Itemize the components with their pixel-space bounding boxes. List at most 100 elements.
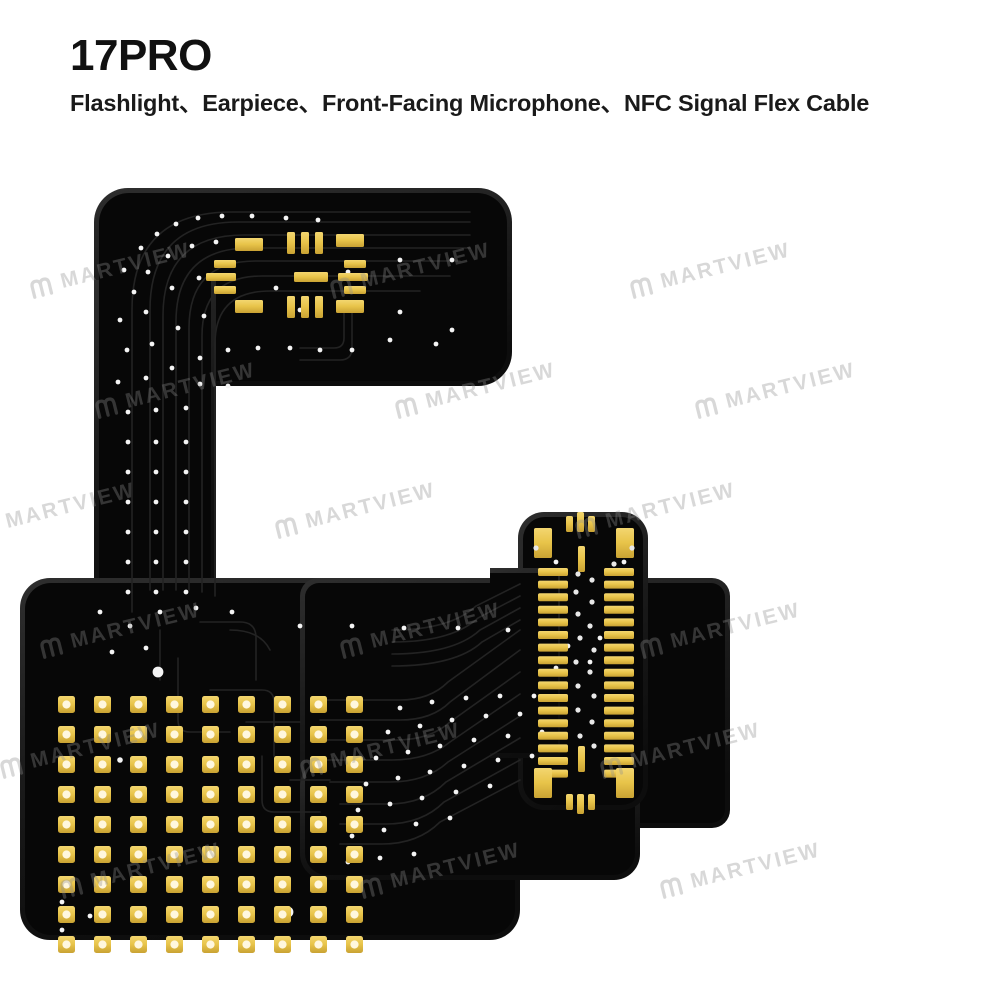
connector-pad-right bbox=[604, 568, 634, 576]
bga-pad-center bbox=[62, 850, 71, 859]
bga-pad-center bbox=[242, 820, 251, 829]
bga-pad-center bbox=[242, 790, 251, 799]
bga-pad-center bbox=[62, 880, 71, 889]
bga-pad-center bbox=[278, 910, 287, 919]
bga-pad-center bbox=[242, 760, 251, 769]
bga-pad-center bbox=[170, 880, 179, 889]
bga-pad-center bbox=[314, 850, 323, 859]
bga-pad-center bbox=[314, 940, 323, 949]
bga-pad-center bbox=[350, 940, 359, 949]
connector-pad-right bbox=[604, 744, 634, 753]
bga-pad-center bbox=[134, 880, 143, 889]
bga-pad-center bbox=[98, 880, 107, 889]
bga-pad-center bbox=[242, 730, 251, 739]
header: 17PRO Flashlight、Earpiece、Front-Facing M… bbox=[70, 34, 970, 117]
qfn-footprint bbox=[206, 232, 368, 318]
bga-pad-center bbox=[206, 820, 215, 829]
bga-pad-center bbox=[170, 760, 179, 769]
bga-pad-center bbox=[134, 790, 143, 799]
bga-pad-center bbox=[206, 790, 215, 799]
bga-pad-center bbox=[206, 910, 215, 919]
connector-anchor-pad bbox=[577, 512, 584, 532]
connector-pad-right bbox=[604, 694, 634, 702]
connector-pad-left bbox=[538, 731, 568, 740]
connector-anchor-pad bbox=[534, 528, 552, 558]
bga-pad-center bbox=[98, 700, 107, 709]
bga-pad-center bbox=[134, 910, 143, 919]
bga-pad-center bbox=[62, 730, 71, 739]
bga-pad-center bbox=[98, 730, 107, 739]
bga-pad-center bbox=[206, 730, 215, 739]
bga-pad-center bbox=[278, 880, 287, 889]
bga-pad-center bbox=[134, 940, 143, 949]
connector-pad-left bbox=[538, 618, 568, 627]
bga-pad-center bbox=[350, 880, 359, 889]
bga-pad-center bbox=[242, 940, 251, 949]
bga-pad-center bbox=[62, 940, 71, 949]
connector-pad-left bbox=[538, 631, 568, 639]
connector-anchor-pad bbox=[534, 768, 552, 798]
connector-pad-left bbox=[538, 744, 568, 753]
connector-pad-left bbox=[538, 656, 568, 665]
bga-pad-center bbox=[134, 850, 143, 859]
bga-pad-center bbox=[170, 850, 179, 859]
connector-pad-left bbox=[538, 593, 568, 602]
connector-pad-left bbox=[538, 681, 568, 690]
connector-pad-right bbox=[604, 757, 634, 765]
connector-pad-right bbox=[604, 580, 634, 589]
connector-pad-left bbox=[538, 605, 568, 614]
bga-pad-center bbox=[62, 820, 71, 829]
connector-pad-right bbox=[604, 719, 634, 728]
connector-pad-left bbox=[538, 580, 568, 589]
connector-anchor-pad bbox=[566, 794, 573, 810]
bga-pad-center bbox=[314, 700, 323, 709]
bga-pad-center bbox=[62, 790, 71, 799]
bga-pad-center bbox=[170, 730, 179, 739]
connector-pad-right bbox=[604, 668, 634, 677]
connector-anchor-pad bbox=[577, 794, 584, 814]
connector-pad-right bbox=[604, 593, 634, 602]
bga-pad-center bbox=[242, 910, 251, 919]
connector-pad-right bbox=[604, 681, 634, 690]
flex-pcb-graphic bbox=[20, 188, 730, 953]
connector-pad-left bbox=[538, 694, 568, 702]
connector-pad-right bbox=[604, 706, 634, 715]
bga-pad-center bbox=[278, 730, 287, 739]
connector-pad-right bbox=[604, 631, 634, 639]
bga-pad-center bbox=[350, 760, 359, 769]
bga-pad-center bbox=[98, 910, 107, 919]
connector-pad-left bbox=[538, 706, 568, 715]
bga-pad-center bbox=[170, 700, 179, 709]
connector-anchor-pad bbox=[588, 516, 595, 532]
bga-pad-center bbox=[98, 850, 107, 859]
bga-pad-center bbox=[278, 940, 287, 949]
bga-pad-center bbox=[278, 850, 287, 859]
bga-pad-center bbox=[278, 790, 287, 799]
connector-anchor-pad bbox=[616, 768, 634, 798]
connector-pad-left bbox=[538, 757, 568, 765]
bga-pad-center bbox=[314, 820, 323, 829]
bga-pad-center bbox=[242, 880, 251, 889]
bga-pad-center bbox=[98, 790, 107, 799]
bga-pad-center bbox=[314, 910, 323, 919]
connector-key-pad bbox=[578, 746, 585, 772]
bga-pad-center bbox=[350, 820, 359, 829]
bga-pad-center bbox=[314, 730, 323, 739]
bga-pad-center bbox=[206, 760, 215, 769]
bga-pad-center bbox=[98, 760, 107, 769]
bga-pad-center bbox=[350, 910, 359, 919]
bga-pad-center bbox=[350, 700, 359, 709]
bga-pad-center bbox=[170, 940, 179, 949]
pcb-traces bbox=[131, 211, 521, 845]
bga-pad-center bbox=[98, 820, 107, 829]
bga-pad-center bbox=[206, 940, 215, 949]
connector-vias bbox=[533, 545, 635, 749]
bga-pad-center bbox=[278, 820, 287, 829]
connector-pad-left bbox=[538, 719, 568, 728]
bga-pad-center bbox=[98, 940, 107, 949]
bga-pad-center bbox=[134, 820, 143, 829]
connector-anchor-pad bbox=[588, 794, 595, 810]
connector-pad-right bbox=[604, 605, 634, 614]
pcb-illustration bbox=[0, 160, 1000, 1000]
